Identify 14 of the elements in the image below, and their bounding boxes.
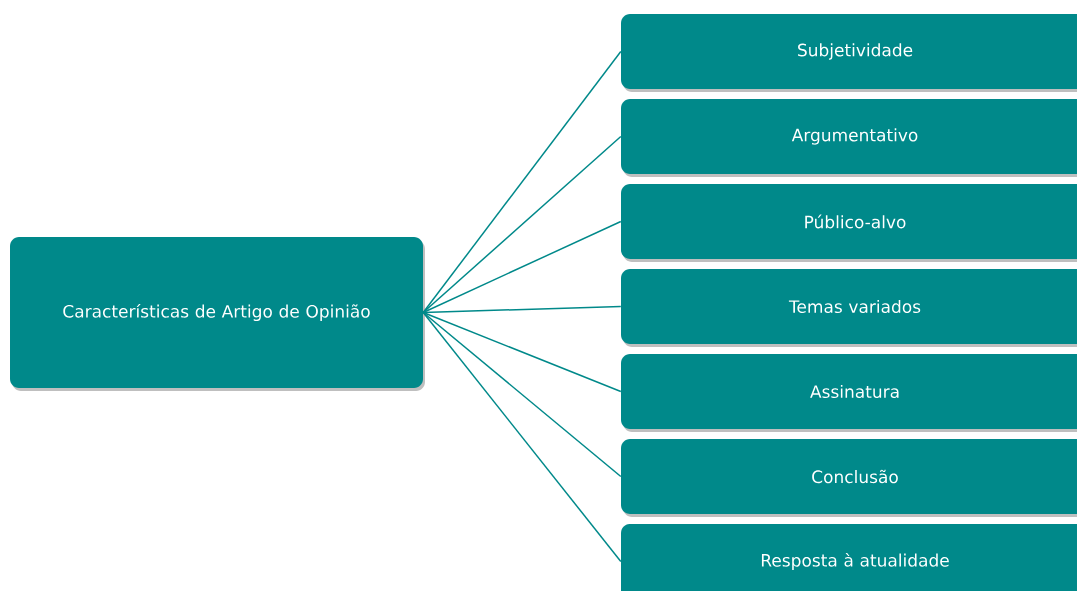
- connector-line: [422, 220, 622, 314]
- connector-line: [422, 311, 622, 393]
- item-box: Conclusão: [621, 439, 1077, 514]
- connector-line: [422, 311, 622, 563]
- connector-line: [422, 135, 622, 314]
- item-box: Público-alvo: [621, 184, 1077, 259]
- topic-box: Características de Artigo de Opinião: [10, 237, 423, 388]
- connector-line: [422, 305, 622, 314]
- item-box: Resposta à atualidade: [621, 524, 1077, 591]
- connector-line: [422, 311, 622, 478]
- item-box: Temas variados: [621, 269, 1077, 344]
- item-box: Subjetividade: [621, 14, 1077, 89]
- item-box: Assinatura: [621, 354, 1077, 429]
- item-box: Argumentativo: [621, 99, 1077, 174]
